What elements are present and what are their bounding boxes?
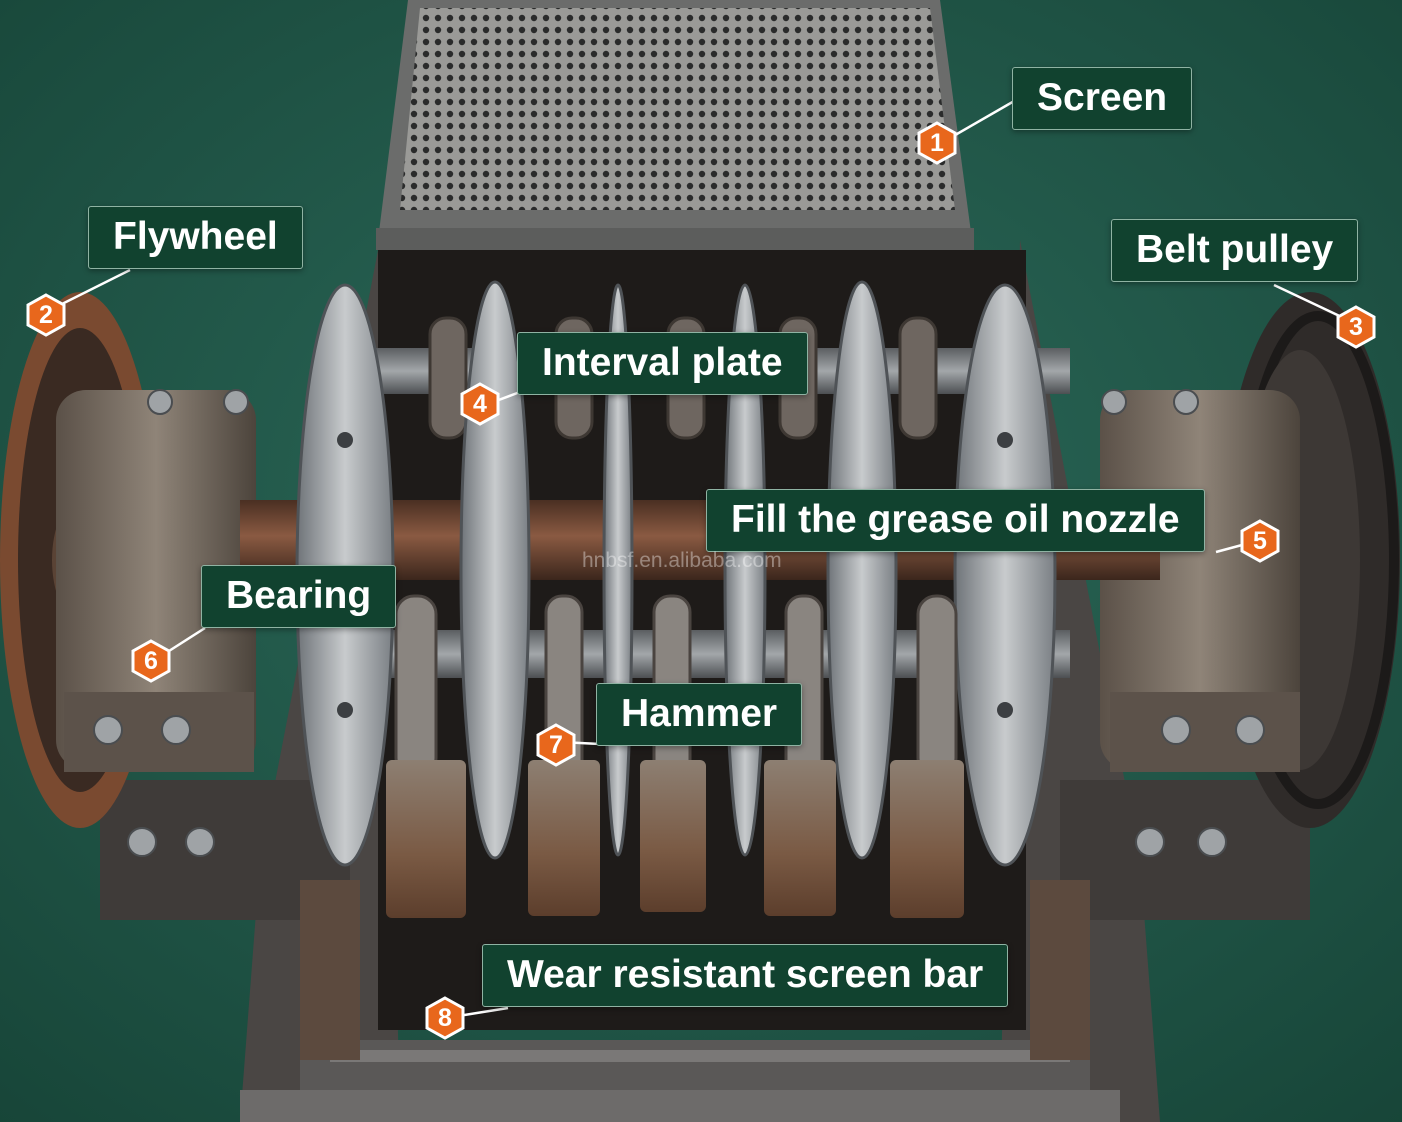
hexagon-badge-icon: [425, 996, 465, 1040]
label-flywheel: Flywheel: [88, 206, 303, 269]
hexagon-badge-icon: [26, 293, 66, 337]
hexagon-badge-icon: [917, 121, 957, 165]
badge-number: 1: [930, 129, 944, 157]
label-bearing: Bearing: [201, 565, 397, 628]
badge-number: 5: [1253, 527, 1267, 555]
badge-7: 7: [534, 723, 578, 767]
badge-number: 7: [549, 731, 563, 759]
label-screen: Screen: [1012, 67, 1193, 130]
label-grease-nozzle: Fill the grease oil nozzle: [706, 489, 1205, 552]
hexagon-badge-icon: [460, 382, 500, 426]
badge-6: 6: [129, 639, 173, 683]
badge-1: 1: [915, 121, 959, 165]
watermark: hnbsf.en.alibaba.com: [582, 549, 782, 572]
hexagon-badge-icon: [536, 723, 576, 767]
badge-4: 4: [458, 382, 502, 426]
label-interval-plate: Interval plate: [517, 332, 808, 395]
badge-number: 6: [144, 647, 158, 675]
badge-number: 4: [473, 390, 487, 418]
badge-number: 3: [1349, 313, 1363, 341]
label-hammer: Hammer: [596, 683, 803, 746]
hexagon-badge-icon: [1336, 305, 1376, 349]
badge-5: 5: [1238, 519, 1282, 563]
label-wear-resistant-screen-bar: Wear resistant screen bar: [482, 944, 1009, 1007]
badge-number: 2: [39, 301, 53, 329]
badge-8: 8: [423, 996, 467, 1040]
badge-2: 2: [24, 293, 68, 337]
label-belt-pulley: Belt pulley: [1111, 219, 1359, 282]
hexagon-badge-icon: [131, 639, 171, 683]
badge-3: 3: [1334, 305, 1378, 349]
hexagon-badge-icon: [1240, 519, 1280, 563]
badge-number: 8: [438, 1004, 452, 1032]
